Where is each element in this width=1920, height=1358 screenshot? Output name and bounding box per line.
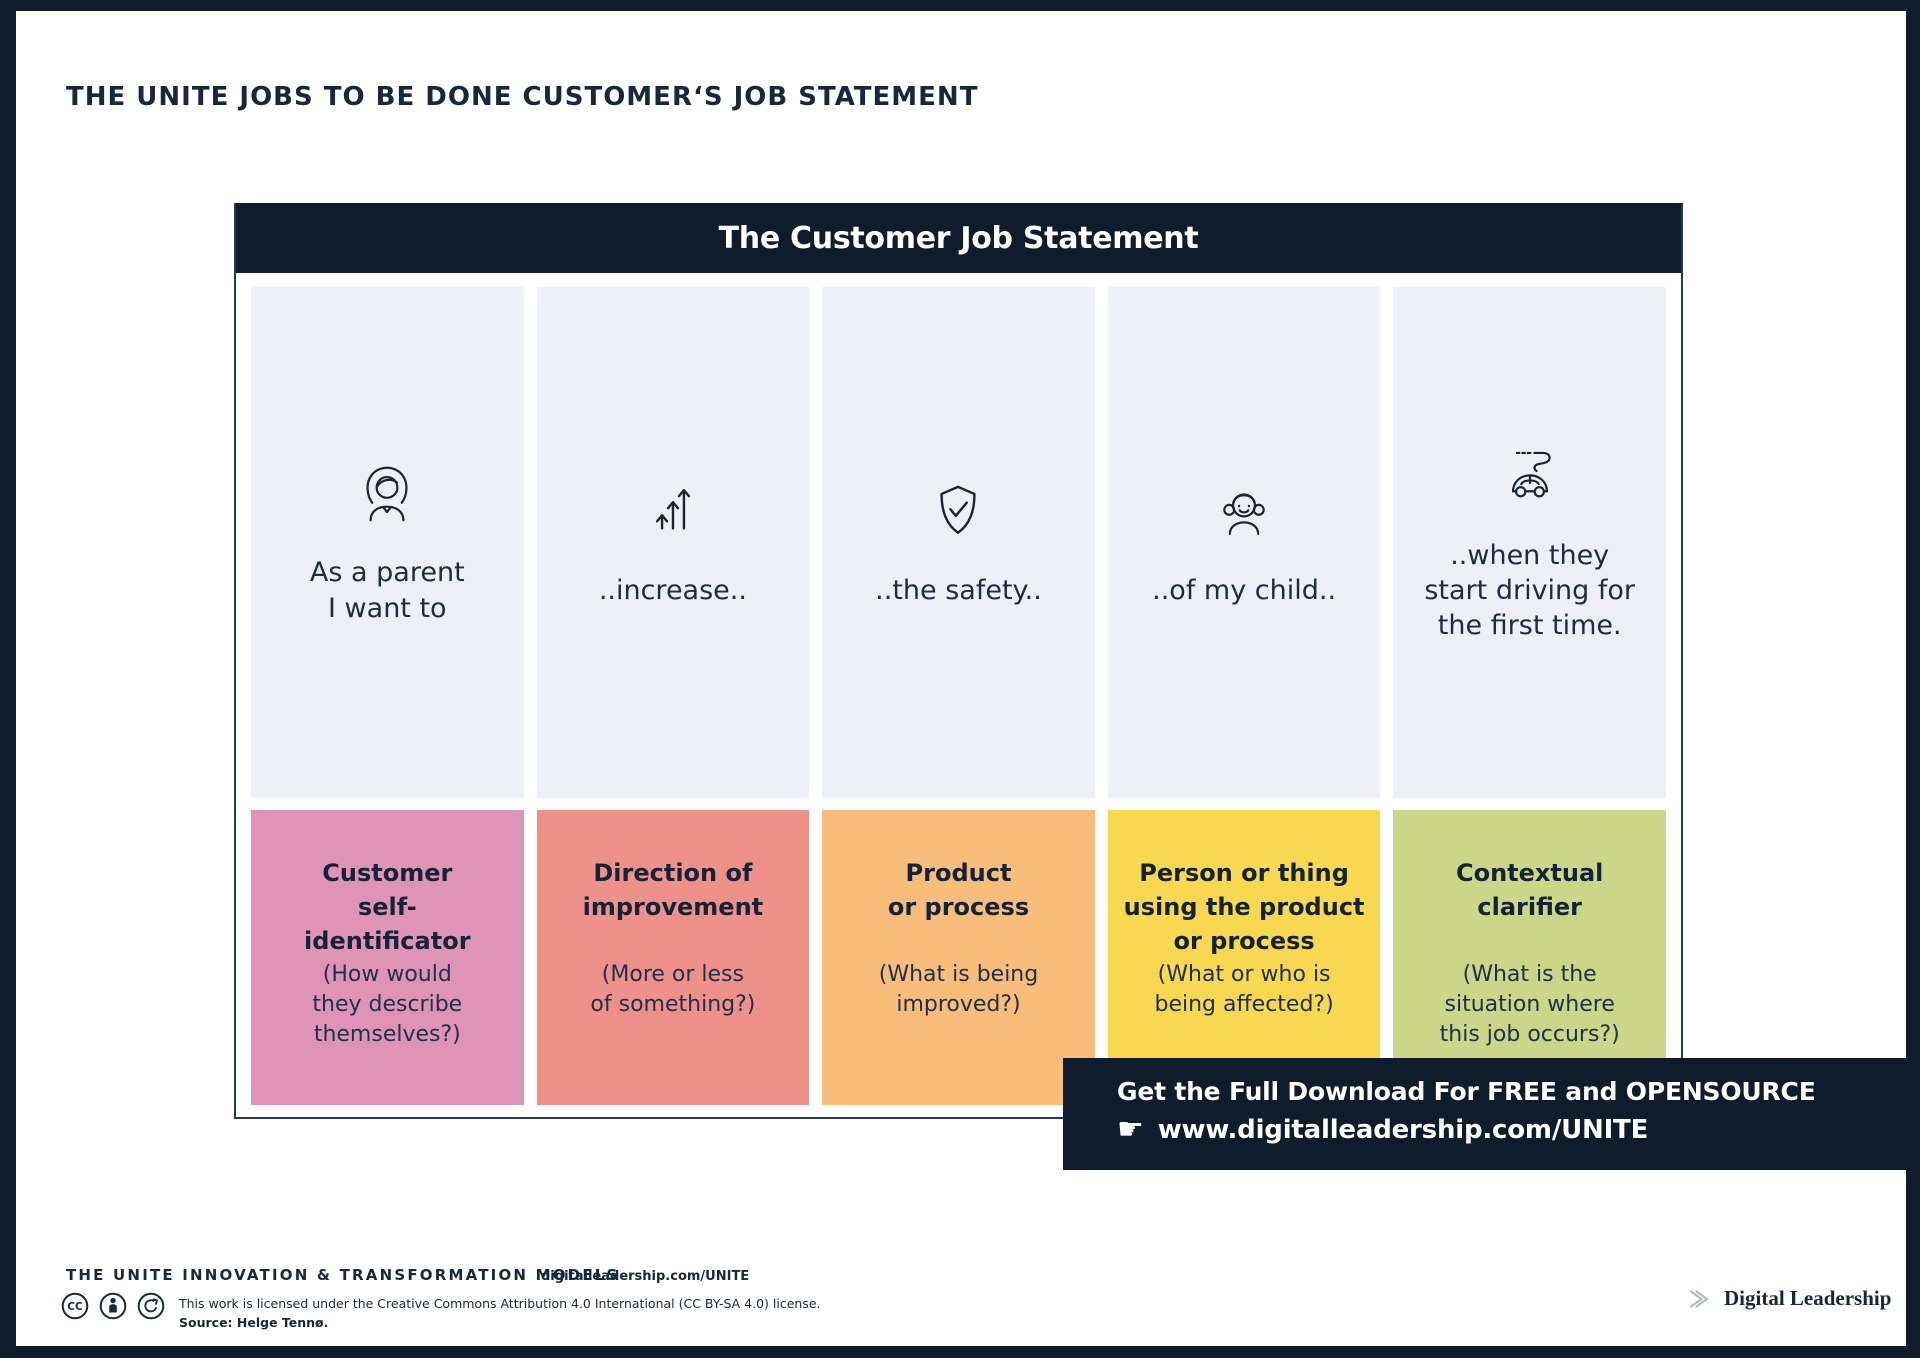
pointing-hand-icon: ☛ bbox=[1117, 1112, 1144, 1147]
component-question: (How would they describe themselves?) bbox=[312, 962, 463, 1047]
license-text: This work is licensed under the Creative… bbox=[179, 1296, 821, 1311]
job-statement-column: ..of my child.. Person or thing using th… bbox=[1107, 287, 1381, 1105]
job-statement-text: ..of my child.. bbox=[1152, 574, 1337, 606]
table-header: The Customer Job Statement bbox=[236, 203, 1681, 273]
job-statement-column: ..the safety.. Product or process (What … bbox=[822, 287, 1095, 1105]
svg-text:CC: CC bbox=[67, 1301, 83, 1313]
component-question: (More or less of something?) bbox=[590, 962, 756, 1017]
brand-name: Digital Leadership bbox=[1724, 1286, 1892, 1310]
job-statement-text: ..increase.. bbox=[598, 574, 747, 606]
component-cell: Person or thing using the product or pro… bbox=[1107, 810, 1381, 1105]
parent-icon bbox=[352, 459, 422, 529]
cc-license-icons: CC bbox=[60, 1291, 166, 1321]
cc-icon: CC bbox=[61, 1292, 89, 1320]
statement-cell: As a parent I want to bbox=[251, 287, 524, 798]
component-cell: Product or process (What is being improv… bbox=[822, 810, 1095, 1105]
component-label: Product or process bbox=[887, 859, 1030, 921]
component-label: Contextual clarifier bbox=[1455, 859, 1604, 921]
component-question: (What or who is being affected?) bbox=[1154, 962, 1334, 1017]
component-label: Direction of improvement bbox=[582, 859, 764, 921]
job-statement-text: As a parent I want to bbox=[309, 557, 465, 624]
increase-arrows-icon bbox=[638, 477, 708, 547]
child-icon bbox=[1209, 477, 1279, 547]
statement-cell: ..increase.. bbox=[536, 287, 810, 798]
statement-cell: ..of my child.. bbox=[1107, 287, 1381, 798]
shield-check-icon bbox=[923, 477, 993, 547]
job-statement-column: As a parent I want to Customer self- ide… bbox=[251, 287, 524, 1105]
component-question: (What is the situation where this job oc… bbox=[1439, 962, 1620, 1047]
component-cell: Customer self- identificator (How would … bbox=[251, 810, 524, 1105]
statement-cell: ..when they start driving for the first … bbox=[1393, 287, 1666, 798]
component-label: Customer self- identificator bbox=[304, 859, 471, 955]
banner-headline: Get the Full Download For FREE and OPENS… bbox=[1117, 1077, 1816, 1106]
job-statement-text: ..when they start driving for the first … bbox=[1424, 539, 1636, 642]
table-columns: As a parent I want to Customer self- ide… bbox=[236, 273, 1681, 1119]
share-alike-icon bbox=[137, 1292, 165, 1320]
footer-models-label: THE UNITE INNOVATION & TRANSFORMATION MO… bbox=[66, 1266, 620, 1284]
job-statement-text: ..the safety.. bbox=[875, 574, 1042, 606]
double-chevron-icon bbox=[1689, 1289, 1709, 1308]
banner-url-link[interactable]: www.digitalleadership.com/UNITE bbox=[1157, 1115, 1649, 1145]
car-journey-icon bbox=[1495, 442, 1565, 512]
license-block: This work is licensed under the Creative… bbox=[179, 1294, 821, 1333]
job-statement-column: ..increase.. Direction of improvement (M… bbox=[536, 287, 810, 1105]
component-label: Person or thing using the product or pro… bbox=[1123, 859, 1365, 955]
component-question: (What is being improved?) bbox=[878, 962, 1039, 1017]
job-statement-column: ..when they start driving for the first … bbox=[1393, 287, 1666, 1105]
attribution-icon bbox=[99, 1292, 127, 1320]
license-source: Source: Helge Tennø. bbox=[179, 1315, 329, 1331]
component-cell: Contextual clarifier (What is the situat… bbox=[1393, 810, 1666, 1105]
component-cell: Direction of improvement (More or less o… bbox=[536, 810, 810, 1105]
footer-models-link[interactable]: digitalleadership.com/UNITE bbox=[541, 1269, 750, 1284]
statement-cell: ..the safety.. bbox=[822, 287, 1095, 798]
brand-logo: Digital Leadership bbox=[1687, 1286, 1891, 1311]
page-title: THE UNITE JOBS TO BE DONE CUSTOMER‘S JOB… bbox=[66, 82, 979, 112]
download-banner: Get the Full Download For FREE and OPENS… bbox=[1063, 1058, 1906, 1170]
customer-job-statement-table: The Customer Job Statement As a parent I… bbox=[234, 203, 1683, 1119]
